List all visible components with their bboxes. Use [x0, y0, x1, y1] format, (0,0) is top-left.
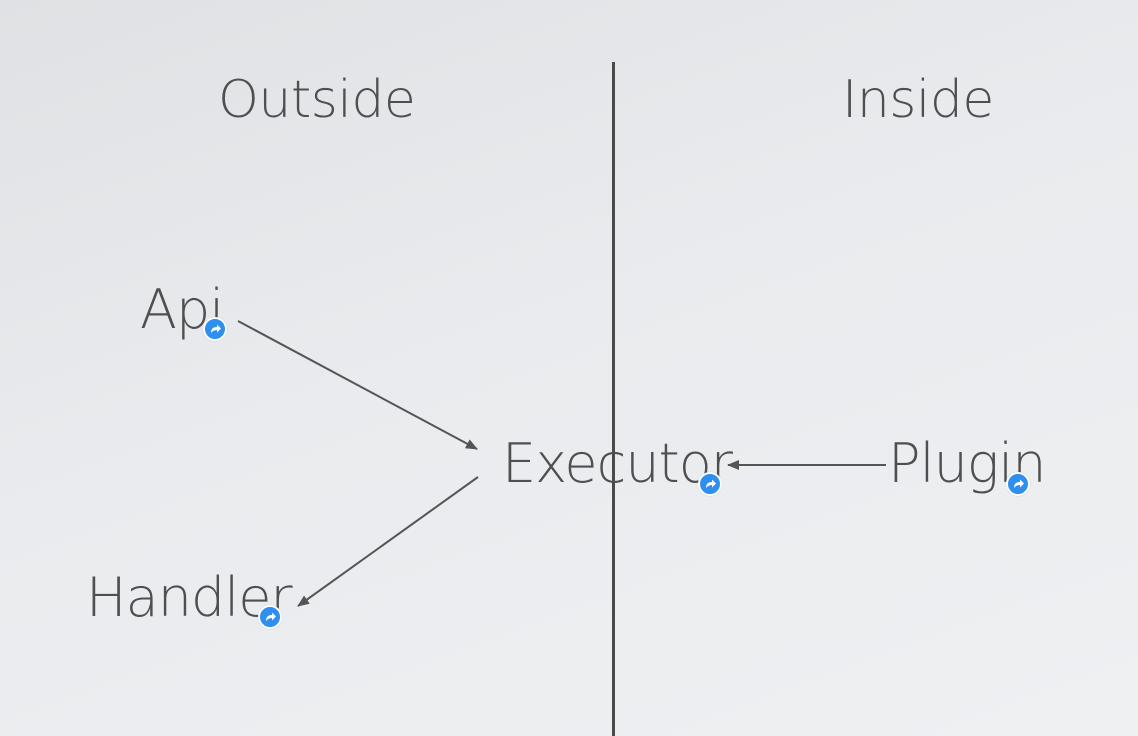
arrow-api-to-executor: [237, 320, 478, 450]
heading-inside: Inside: [842, 70, 994, 130]
link-arrow-icon[interactable]: [258, 605, 282, 629]
heading-outside: Outside: [218, 70, 416, 130]
boundary-divider: [612, 62, 615, 736]
node-executor[interactable]: Executor: [502, 432, 733, 495]
link-arrow-icon[interactable]: [698, 472, 722, 496]
link-arrow-icon[interactable]: [203, 317, 227, 341]
link-arrow-icon[interactable]: [1006, 472, 1030, 496]
arrow-executor-to-handler: [297, 476, 479, 607]
